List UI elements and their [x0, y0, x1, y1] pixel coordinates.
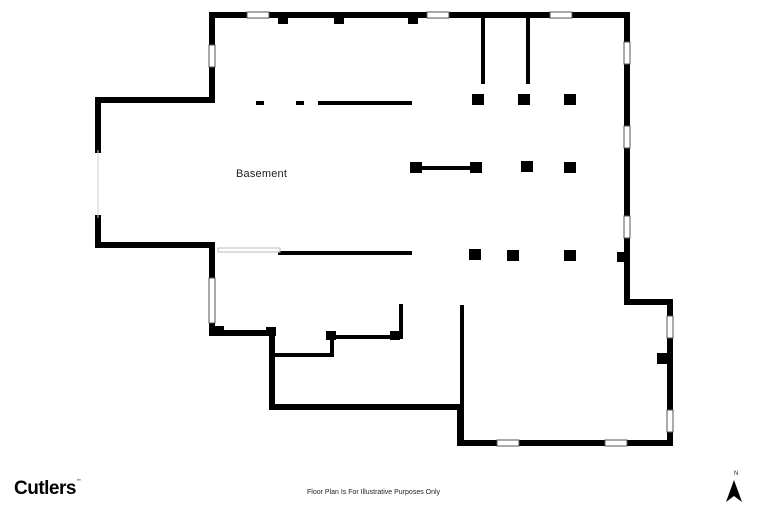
- compass-north-label: N: [734, 471, 739, 477]
- north-arrow-icon: [726, 480, 742, 502]
- disclaimer-text: Floor Plan Is For Illustrative Purposes …: [307, 489, 441, 496]
- brand-logo: Cutlers™: [14, 478, 81, 500]
- brand-logo-text: Cutlers: [14, 478, 76, 499]
- inner-walls: [256, 15, 530, 445]
- outer-walls: [95, 12, 673, 446]
- room-label-basement: Basement: [236, 168, 288, 180]
- windows: [97, 11, 674, 447]
- pillars: [212, 17, 669, 364]
- trademark-symbol: ™: [76, 478, 81, 483]
